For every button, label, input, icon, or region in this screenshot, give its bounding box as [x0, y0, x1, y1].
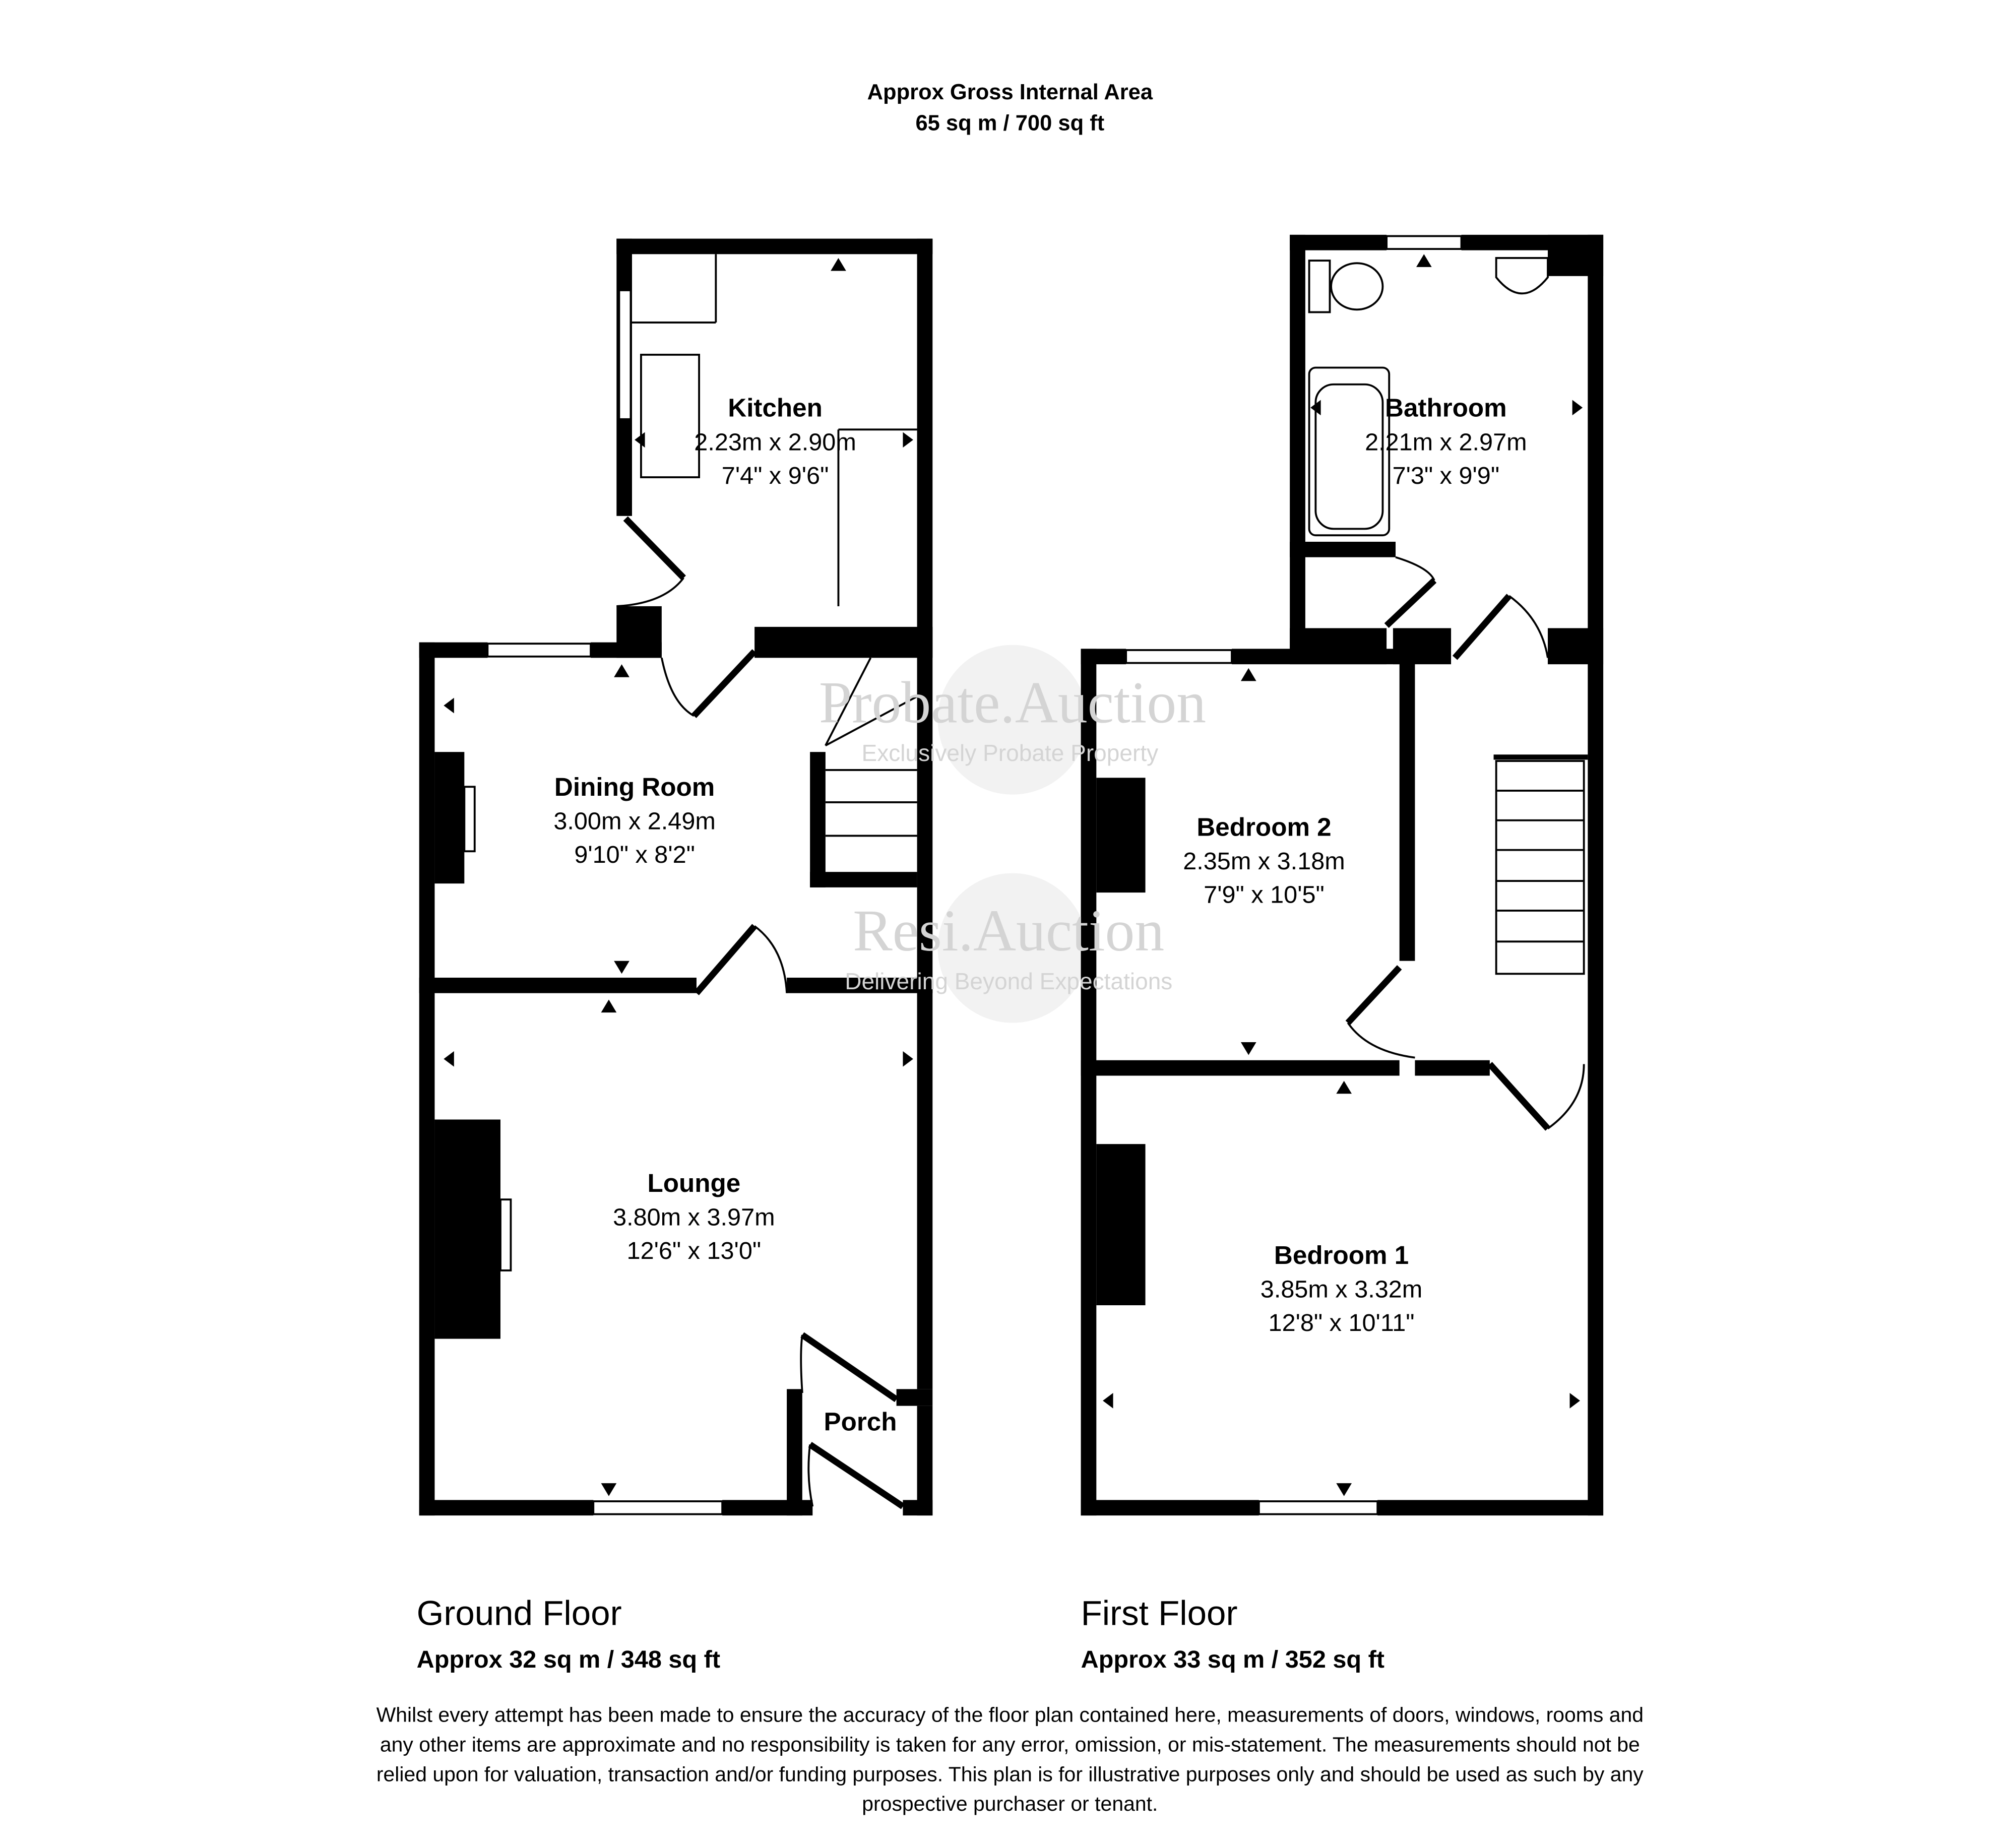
ground-floor-area: Approx 32 sq m / 348 sq ft [417, 1646, 720, 1673]
watermark-probate-tagline: Exclusively Probate Property [862, 740, 1159, 766]
watermark: Probate.Auction Exclusively Probate Prop… [819, 670, 1206, 994]
area-title: Approx Gross Internal Area [867, 80, 1153, 104]
first-floor-label: First Floor [1081, 1594, 1238, 1633]
room-imperial: 12'8" x 10'11" [1269, 1309, 1415, 1336]
room-porch: Porch [824, 1407, 897, 1436]
room-metric: 3.80m x 3.97m [613, 1203, 775, 1231]
ground-floor-walls [419, 238, 933, 1516]
watermark-resi: Resi.Auction [853, 898, 1164, 964]
room-imperial: 7'9" x 10'5" [1204, 881, 1325, 909]
room-dining-room: Dining Room 3.00m x 2.49m 9'10" x 8'2" [553, 773, 716, 868]
first-floor-area: Approx 33 sq m / 352 sq ft [1081, 1646, 1384, 1673]
room-name: Lounge [647, 1169, 740, 1197]
room-metric: 3.85m x 3.32m [1261, 1276, 1423, 1303]
dimension-arrow-icons [444, 254, 1583, 1496]
room-name: Kitchen [728, 394, 823, 422]
area-total: 65 sq m / 700 sq ft [915, 111, 1104, 136]
room-bedroom-1: Bedroom 1 3.85m x 3.32m 12'8" x 10'11" [1261, 1241, 1423, 1336]
room-lounge: Lounge 3.80m x 3.97m 12'6" x 13'0" [613, 1169, 775, 1264]
room-imperial: 9'10" x 8'2" [574, 841, 695, 868]
room-metric: 3.00m x 2.49m [553, 808, 716, 835]
room-imperial: 7'4" x 9'6" [722, 462, 829, 489]
room-name: Bedroom 1 [1274, 1241, 1409, 1269]
ground-floor-fixtures [463, 254, 918, 1515]
disclaimer-line: Whilst every attempt has been made to en… [376, 1703, 1644, 1727]
room-name: Dining Room [554, 773, 715, 801]
room-metric: 2.35m x 3.18m [1183, 848, 1345, 875]
room-metric: 2.21m x 2.97m [1365, 428, 1527, 456]
room-metric: 2.23m x 2.90m [694, 428, 856, 456]
watermark-probate: Probate.Auction [819, 670, 1206, 735]
room-bedroom-2: Bedroom 2 2.35m x 3.18m 7'9" x 10'5" [1183, 812, 1345, 908]
room-kitchen: Kitchen 2.23m x 2.90m 7'4" x 9'6" [694, 394, 856, 489]
disclaimer-line: relied upon for valuation, transaction a… [376, 1762, 1644, 1786]
room-imperial: 7'3" x 9'9" [1393, 462, 1500, 489]
room-name: Bedroom 2 [1196, 812, 1331, 841]
ground-floor-label: Ground Floor [417, 1594, 622, 1633]
watermark-resi-tagline: Delivering Beyond Expectations [845, 968, 1172, 994]
room-imperial: 12'6" x 13'0" [627, 1237, 762, 1264]
disclaimer-line: prospective purchaser or tenant. [862, 1792, 1158, 1815]
disclaimer: Whilst every attempt has been made to en… [376, 1703, 1644, 1816]
watermark-backdrop [937, 645, 1088, 1023]
room-name: Bathroom [1385, 394, 1507, 422]
first-floor-fixtures [1125, 235, 1585, 1515]
first-floor-walls [1081, 234, 1604, 1516]
room-bathroom: Bathroom 2.21m x 2.97m 7'3" x 9'9" [1365, 394, 1527, 489]
disclaimer-line: any other items are approximate and no r… [380, 1733, 1640, 1756]
